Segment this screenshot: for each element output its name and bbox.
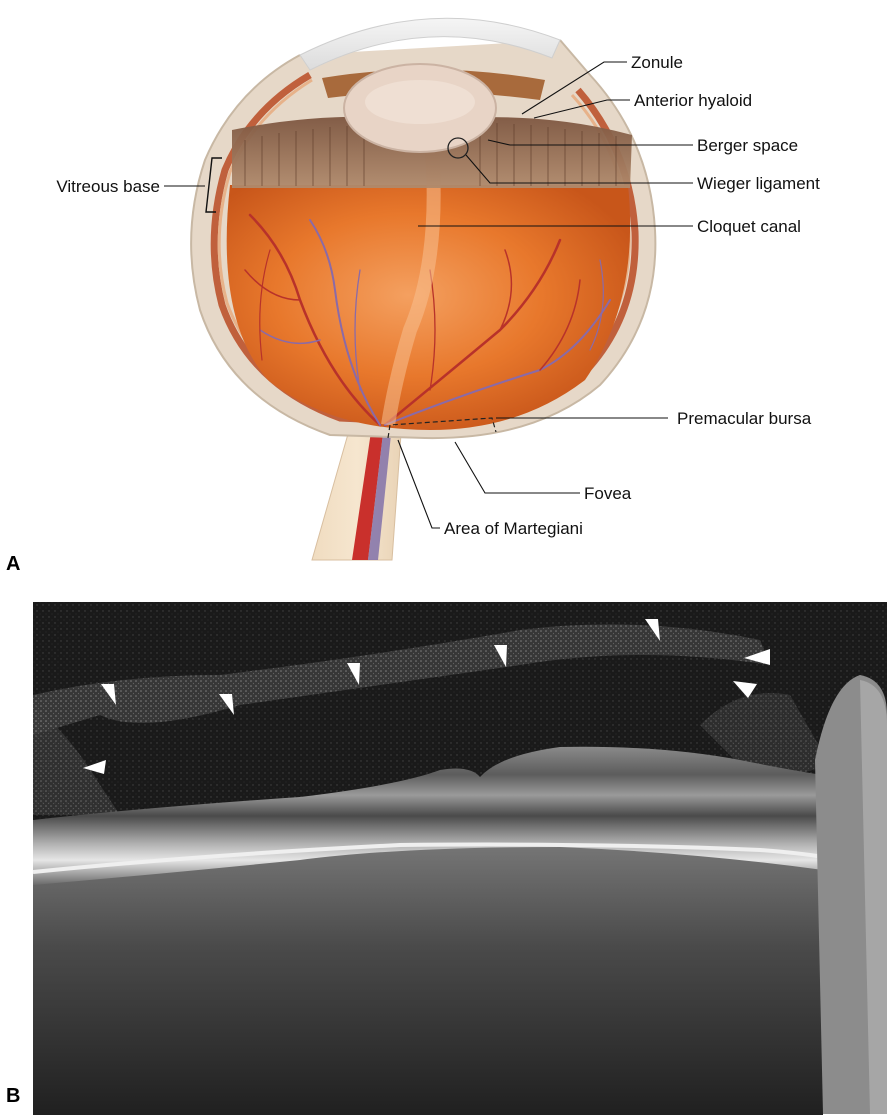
label-anterior-hyaloid: Anterior hyaloid xyxy=(634,91,752,110)
panel-a-eye-illustration: Zonule Anterior hyaloid Berger space Wie… xyxy=(0,0,887,585)
label-area-of-martegiani: Area of Martegiani xyxy=(444,519,583,538)
panel-b-oct-scan: B xyxy=(0,585,887,1115)
label-premacular-bursa: Premacular bursa xyxy=(677,409,812,428)
eye-diagram: Zonule Anterior hyaloid Berger space Wie… xyxy=(0,0,887,585)
label-cloquet-canal: Cloquet canal xyxy=(697,217,801,236)
panel-b-letter: B xyxy=(6,1085,20,1108)
panel-a-letter: A xyxy=(6,553,20,576)
label-berger-space: Berger space xyxy=(697,136,798,155)
choroid-band xyxy=(33,835,823,1115)
label-wieger-ligament: Wieger ligament xyxy=(697,174,820,193)
oct-image xyxy=(0,585,887,1115)
label-fovea: Fovea xyxy=(584,484,632,503)
label-zonule: Zonule xyxy=(631,53,683,72)
label-vitreous-base: Vitreous base xyxy=(56,177,160,196)
